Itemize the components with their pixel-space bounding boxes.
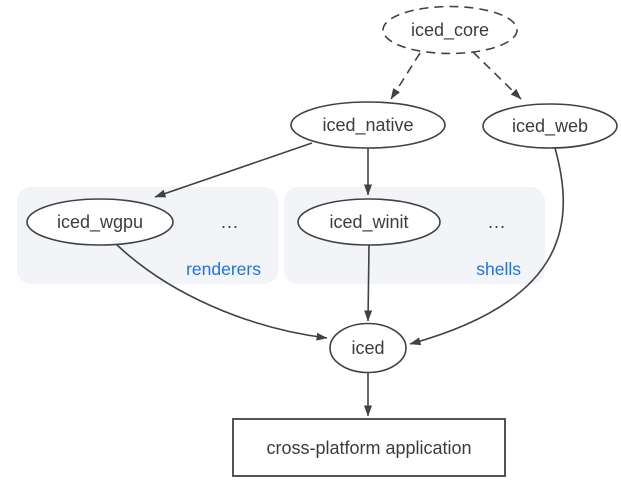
node-iced-web-label: iced_web: [512, 116, 588, 137]
edge-web-to-iced: [409, 147, 565, 346]
shells-ellipsis: ...: [488, 212, 506, 232]
group-label-shells: shells: [476, 259, 521, 279]
node-iced-winit: [297, 198, 441, 246]
node-iced-core: [382, 5, 518, 55]
node-iced-winit-label: iced_winit: [329, 212, 408, 233]
renderers-ellipsis: ...: [221, 212, 239, 232]
edge-native-to-wgpu: [154, 142, 313, 198]
edge-winit-to-iced: [364, 244, 373, 322]
node-application-label: cross-platform application: [266, 438, 471, 458]
node-iced: [329, 322, 407, 374]
node-iced-native-label: iced_native: [322, 115, 413, 136]
group-label-renderers: renderers: [186, 259, 261, 279]
node-iced-core-label: iced_core: [411, 20, 489, 41]
edge-core-to-web: [472, 51, 522, 100]
edge-core-to-native: [390, 52, 421, 100]
node-iced-wgpu: [26, 198, 174, 246]
node-application: [232, 418, 506, 477]
node-iced-label: iced: [351, 338, 384, 358]
node-iced-wgpu-label: iced_wgpu: [57, 212, 143, 233]
node-iced-native: [290, 101, 446, 149]
edge-wgpu-to-iced: [114, 242, 328, 341]
node-iced-web: [482, 103, 618, 149]
